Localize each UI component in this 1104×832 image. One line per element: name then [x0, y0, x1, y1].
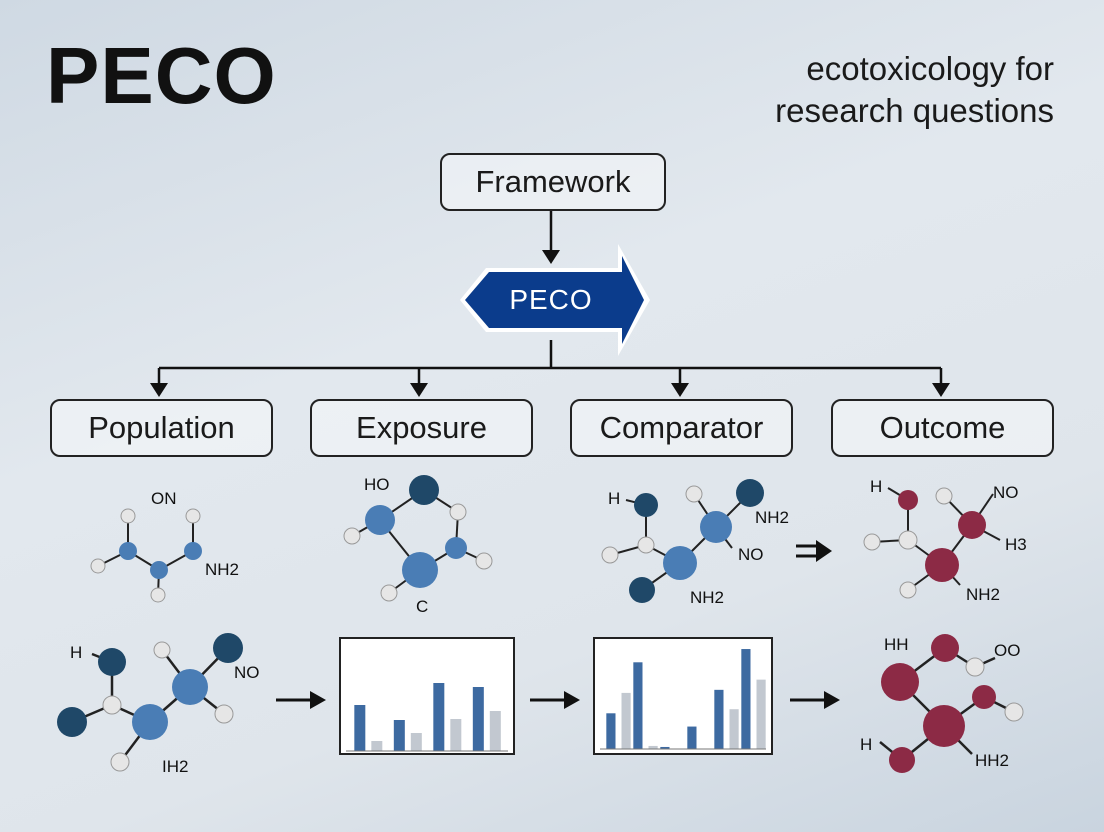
chart-1-bar-s1-4 — [472, 687, 484, 751]
chart-1-bar-s2-2 — [410, 733, 422, 751]
flow-arrows — [276, 544, 826, 702]
subtitle: ecotoxicology for research questions — [634, 48, 1054, 132]
molecule-outcome-bottom: HH OO H HH2 — [860, 634, 1024, 773]
chart-2-bar-s1-5 — [714, 689, 724, 749]
subtitle-line-2: research questions — [775, 92, 1054, 129]
chart-1-bar-s2-3 — [450, 719, 462, 751]
category-label-exposure: Exposure — [356, 410, 487, 445]
framework-box: Framework — [440, 153, 666, 211]
chart-2-bar-s2-5 — [729, 709, 739, 749]
label-out-nh2: NH2 — [966, 585, 1000, 604]
category-label-comparator: Comparator — [599, 410, 764, 445]
chart-2-bar-s1-3 — [660, 746, 670, 749]
category-label-population: Population — [88, 410, 235, 445]
flow-arrowhead-3 — [824, 691, 840, 709]
label-popb-h: H — [70, 643, 82, 662]
category-comparator: Comparator — [570, 399, 793, 457]
label-popb-no: NO — [234, 663, 260, 682]
label-outb-hh2: HH2 — [975, 751, 1009, 770]
arrowhead-population — [150, 383, 168, 397]
label-comp-nh2-a: NH2 — [755, 508, 789, 527]
subtitle-line-1: ecotoxicology for — [806, 50, 1054, 87]
molecule-population-bottom: H NO IH2 — [57, 633, 260, 776]
chart-1-bar-s1-1 — [354, 705, 366, 751]
chart-2-bar-s2-2 — [648, 745, 658, 749]
label-exp-ho: HO — [364, 475, 390, 494]
label-outb-hh: HH — [884, 635, 909, 654]
molecule-exposure-top: HO C — [343, 475, 493, 616]
arrowhead-comparator — [671, 383, 689, 397]
chart-frame-1 — [339, 637, 515, 755]
chart-2-bar-s1-4 — [687, 726, 697, 749]
molecule-population-top: ON NH2 — [90, 489, 239, 603]
label-popb-ih2: IH2 — [162, 757, 188, 776]
chart-2-bar-s1-6 — [741, 649, 751, 749]
flow-arrowheads — [310, 540, 840, 709]
chart-2-bar-s1-2 — [633, 662, 643, 749]
label-comp-nh2-b: NH2 — [690, 588, 724, 607]
chart-1-bar-s2-4 — [489, 711, 501, 751]
connectors — [157, 209, 943, 385]
arrowhead-exposure — [410, 383, 428, 397]
label-pop-nh2: NH2 — [205, 560, 239, 579]
flow-arrowhead-2 — [564, 691, 580, 709]
arrowhead-outcome — [932, 383, 950, 397]
chart-2-bar-s2-1 — [621, 692, 631, 749]
label-outb-h: H — [860, 735, 872, 754]
framework-arrowhead — [542, 250, 560, 264]
category-outcome: Outcome — [831, 399, 1054, 457]
page-title: PECO — [46, 31, 277, 120]
molecule-outcome-top: H NO H3 NH2 — [863, 477, 1027, 604]
chart-2-bar-s2-6 — [756, 679, 766, 749]
framework-label: Framework — [475, 164, 631, 199]
arrowheads — [150, 250, 950, 397]
label-pop-on: ON — [151, 489, 177, 508]
chart-1-bar-s1-2 — [393, 720, 405, 751]
chart-2-bar-s1-1 — [606, 713, 616, 749]
label-comp-no: NO — [738, 545, 764, 564]
category-label-outcome: Outcome — [879, 410, 1006, 445]
label-comp-h: H — [608, 489, 620, 508]
chart-1-bar-s1-3 — [433, 683, 445, 751]
center-peco-label: PECO — [509, 284, 593, 315]
chart-1-bars — [346, 683, 508, 752]
label-exp-c: C — [416, 597, 428, 616]
double-arrowhead — [816, 540, 832, 562]
label-out-no: NO — [993, 483, 1019, 502]
category-exposure: Exposure — [310, 399, 533, 457]
chart-1-bar-s2-1 — [371, 741, 383, 751]
molecule-layer: ON NH2 HO C — [57, 475, 1027, 776]
category-population: Population — [50, 399, 273, 457]
label-out-h3: H3 — [1005, 535, 1027, 554]
label-out-h: H — [870, 477, 882, 496]
molecule-comparator-top: H NH2 NO NH2 — [601, 479, 789, 607]
label-outb-oo: OO — [994, 641, 1020, 660]
center-arrow-shape — [465, 256, 644, 344]
chart-2-bars — [600, 649, 766, 750]
flow-arrowhead-1 — [310, 691, 326, 709]
